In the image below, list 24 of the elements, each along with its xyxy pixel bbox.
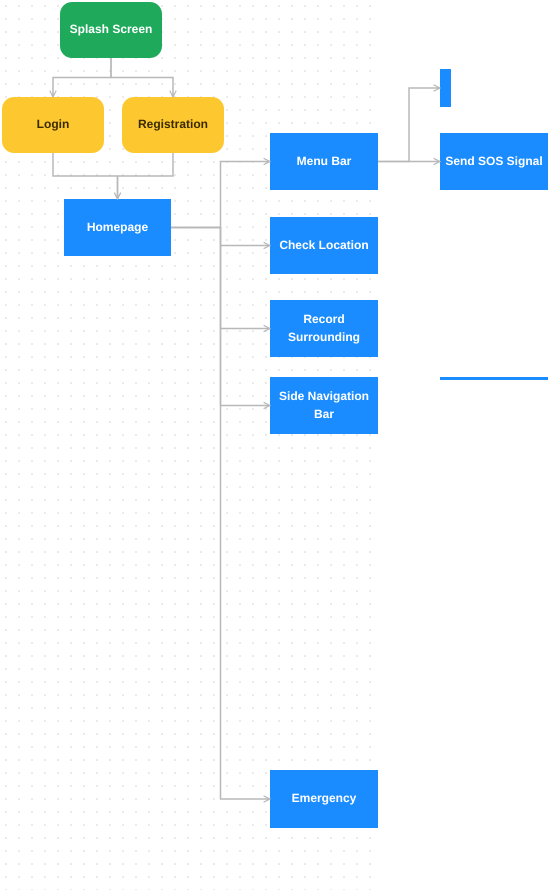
node-label: Check Location bbox=[278, 236, 370, 254]
start-box bbox=[60, 2, 162, 58]
screen-box bbox=[270, 300, 378, 357]
bar-shape bbox=[440, 69, 451, 107]
node-label: Homepage bbox=[86, 218, 150, 236]
node-label: Splash Screen bbox=[68, 21, 154, 38]
node-label: Login bbox=[36, 116, 70, 134]
node-label: Registration bbox=[136, 116, 209, 134]
node-label: Side Navigation Bar bbox=[278, 388, 370, 422]
screen-box bbox=[440, 133, 548, 190]
node-label: Record Surrounding bbox=[287, 311, 361, 346]
process-box bbox=[122, 97, 224, 153]
screen-box bbox=[270, 770, 378, 828]
arrow bbox=[378, 158, 441, 166]
arrow bbox=[114, 153, 174, 200]
screen-box bbox=[64, 199, 171, 256]
screen-box bbox=[270, 133, 378, 190]
process-box bbox=[2, 97, 104, 153]
screen-box bbox=[270, 217, 378, 274]
screen-box bbox=[270, 377, 378, 434]
arrow bbox=[110, 58, 177, 98]
node-label: Menu Bar bbox=[296, 152, 352, 170]
node-label: Send SOS Signal bbox=[444, 152, 544, 170]
node-label: Emergency bbox=[290, 790, 358, 808]
